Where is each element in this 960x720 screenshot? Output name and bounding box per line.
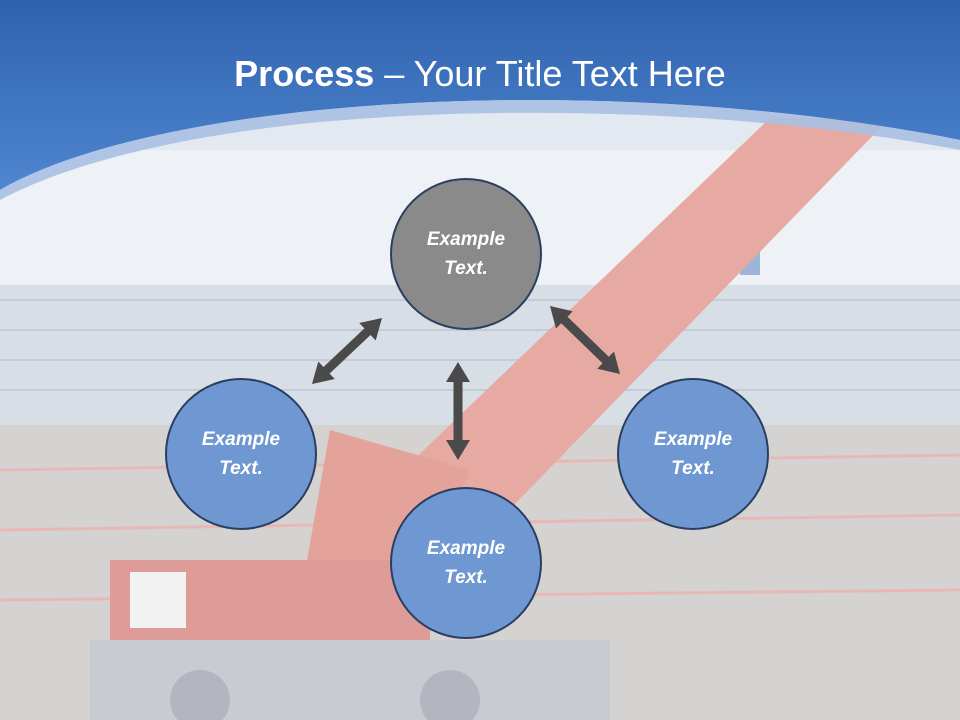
node-text-line2: Text. xyxy=(219,458,263,479)
node-text-line2: Text. xyxy=(444,258,488,279)
slide-title: Process – Your Title Text Here xyxy=(0,52,960,96)
title-bold: Process xyxy=(234,53,375,94)
node-text-line1: Example xyxy=(426,229,506,250)
process-node-right[interactable]: Example Text. xyxy=(617,378,769,530)
process-node-top[interactable]: Example Text. xyxy=(390,178,542,330)
node-text-line1: Example xyxy=(426,538,506,559)
arrows-group xyxy=(312,306,620,460)
arrow-top-right xyxy=(550,306,620,374)
process-node-left[interactable]: Example Text. xyxy=(165,378,317,530)
node-text-line1: Example xyxy=(201,429,281,450)
node-text-line1: Example xyxy=(653,429,733,450)
node-text-line2: Text. xyxy=(444,567,488,588)
node-text-line2: Text. xyxy=(671,458,715,479)
arrow-top-left xyxy=(312,318,382,384)
process-node-bottom[interactable]: Example Text. xyxy=(390,487,542,639)
title-rest: – Your Title Text Here xyxy=(374,53,726,94)
arrow-vertical xyxy=(446,362,470,460)
